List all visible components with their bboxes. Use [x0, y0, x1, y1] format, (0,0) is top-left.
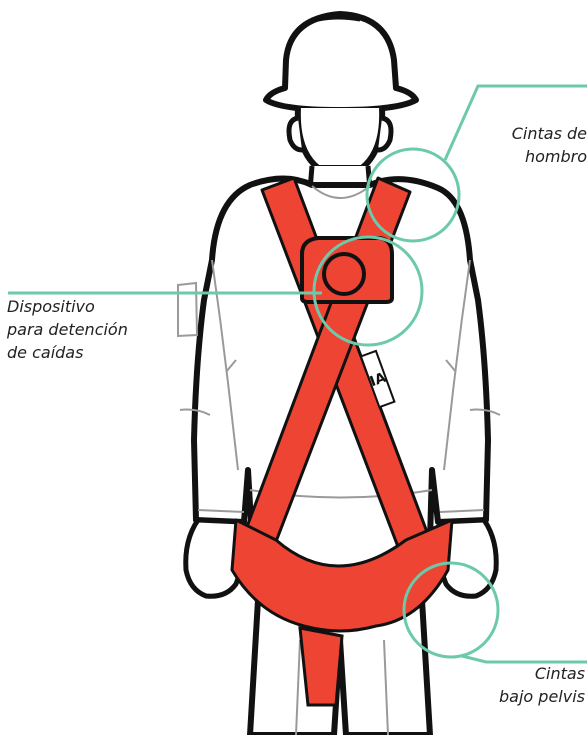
shoulder-label-line-1: Cintas de [512, 122, 587, 145]
device-label-line-1: Dispositivo [7, 295, 128, 318]
pelvis-label-line-1: Cintas [499, 662, 585, 685]
shoulder-label-line-2: hombro [512, 145, 587, 168]
device-label-line-2: para detención [7, 318, 128, 341]
pelvis-label-line-2: bajo pelvis [499, 685, 585, 708]
fall-arrest-device-label: Dispositivo para detención de caídas [7, 295, 128, 364]
d-ring [324, 254, 364, 294]
hard-hat [266, 14, 416, 110]
device-label-line-3: de caídas [7, 341, 128, 364]
shoulder-straps-label: Cintas de hombro [512, 122, 587, 168]
subpelvic-straps-label: Cintas bajo pelvis [499, 662, 585, 708]
subpelvic-strap [300, 628, 342, 705]
head [289, 108, 391, 168]
